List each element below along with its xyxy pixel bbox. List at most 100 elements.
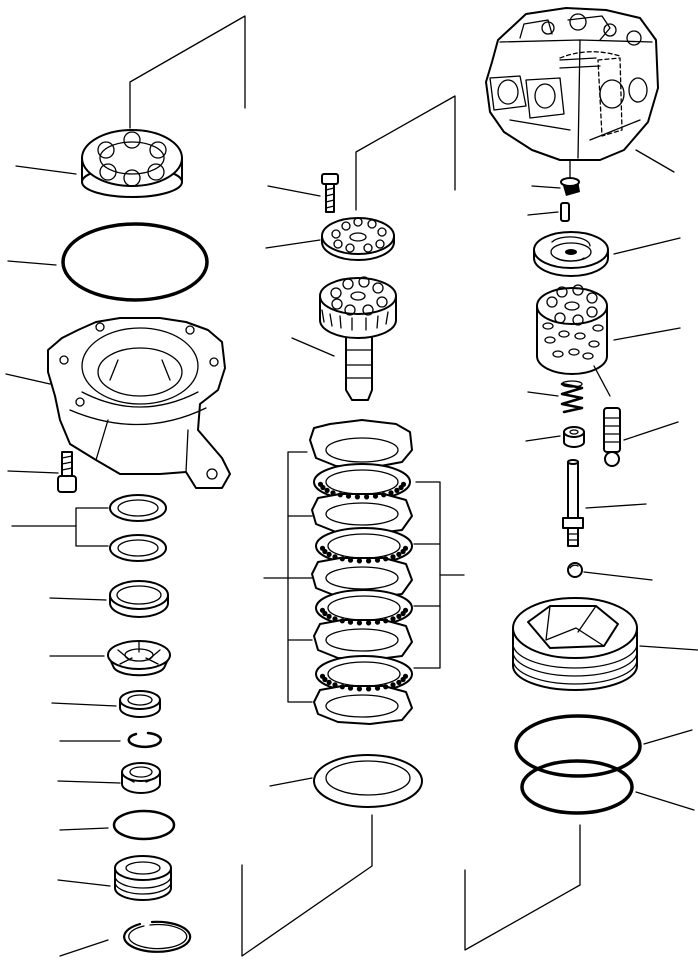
dowel-pin: [561, 203, 569, 221]
center-column: [264, 174, 464, 807]
disc-tooth: [322, 610, 328, 617]
block-bore: [593, 325, 603, 331]
spring-seat: [564, 427, 584, 447]
disc-tooth: [390, 616, 396, 622]
bearing-cage: [82, 130, 182, 197]
disc-tooth: [390, 554, 396, 560]
block-bore: [575, 333, 585, 339]
motor-housing: [48, 318, 230, 488]
stack-brackets: [264, 452, 464, 702]
bottom-right-bracket: [465, 825, 580, 950]
separator-plate-1: [310, 420, 412, 468]
disc-tooth: [332, 682, 338, 688]
disc-tooth: [366, 620, 372, 626]
thrust-plate: [314, 755, 422, 807]
plug-cap: [561, 178, 580, 196]
separator-plate-5: [314, 686, 412, 724]
disc-tooth: [356, 686, 362, 692]
leader-lines: [6, 150, 698, 956]
disc-tooth: [356, 620, 362, 626]
drive-shaft-assembly: [320, 277, 396, 400]
spacer-ring-2: [110, 535, 166, 561]
disc-tooth: [347, 685, 354, 691]
backup-ring-right: [522, 761, 632, 813]
disc-tooth: [396, 613, 402, 620]
disc-tooth: [339, 618, 345, 624]
snap-ring-small: [129, 733, 161, 747]
disc-tooth: [320, 484, 326, 491]
separator-plate-4: [314, 620, 412, 660]
disc-tooth: [374, 619, 381, 625]
valve-plate-right: [534, 232, 608, 276]
snap-ring-large-left: [124, 922, 190, 952]
disc-tooth: [383, 684, 389, 690]
spacer-ring-1: [110, 495, 166, 521]
valve-plate-center: [322, 218, 394, 260]
oil-seal-left: [110, 581, 168, 617]
separator-plate-3: [312, 558, 412, 598]
left-column: [48, 130, 230, 952]
group-connector-lines: [130, 16, 580, 956]
o-ring-large-right: [516, 716, 640, 776]
disc-tooth: [322, 676, 328, 683]
taper-bearing-left: [108, 641, 170, 675]
cylinder-block: [537, 285, 607, 374]
housing-bolt: [58, 452, 76, 492]
disc-tooth: [402, 607, 409, 613]
block-bore: [583, 353, 593, 359]
disc-tooth: [374, 685, 381, 691]
disc-tooth: [383, 556, 389, 562]
disc-tooth: [330, 490, 336, 496]
bottom-center-bracket: [242, 815, 372, 956]
disc-tooth: [337, 492, 343, 498]
disc-tooth: [388, 490, 394, 496]
top-left-bracket: [130, 16, 245, 128]
center-shaft-pin: [563, 460, 583, 546]
bearing-race-left: [122, 763, 160, 793]
right-column: [486, 8, 658, 813]
block-bore: [553, 351, 563, 357]
piston-assembly: [604, 408, 620, 466]
block-bore: [545, 337, 555, 343]
disc-tooth: [381, 492, 387, 498]
disc-tooth: [396, 679, 402, 686]
separator-plate-2: [312, 494, 412, 534]
disc-tooth: [339, 556, 345, 562]
valve-housing: [486, 8, 658, 160]
disc-tooth: [339, 684, 345, 690]
disc-tooth: [332, 554, 338, 560]
o-ring-small-left: [114, 811, 174, 839]
disc-tooth: [374, 557, 381, 563]
disc-tooth: [364, 494, 370, 500]
disc-tooth: [396, 551, 402, 558]
disc-tooth: [390, 682, 396, 688]
inner-race-left: [120, 691, 160, 717]
disc-tooth: [402, 545, 409, 551]
disc-tooth: [372, 493, 379, 499]
disc-tooth: [347, 619, 354, 625]
disc-teeth-dots: [317, 481, 409, 692]
disc-tooth: [354, 494, 360, 500]
disc-tooth: [347, 557, 354, 563]
steel-ball: [568, 563, 582, 577]
spring: [562, 381, 582, 412]
disc-tooth: [326, 679, 332, 686]
block-bore: [589, 341, 599, 347]
disc-tooth: [366, 558, 372, 564]
large-o-ring-left: [63, 224, 207, 300]
disc-tooth: [345, 493, 352, 499]
disc-tooth: [366, 686, 372, 692]
block-bore: [543, 323, 553, 329]
disc-tooth: [326, 551, 332, 558]
block-bore: [559, 331, 569, 337]
disc-tooth: [326, 613, 332, 620]
disc-tooth: [394, 487, 400, 493]
bearing-retainer-left: [115, 856, 171, 900]
disc-tooth: [322, 548, 328, 555]
cover-piston: [513, 598, 637, 690]
block-bore: [569, 349, 579, 355]
disc-tooth: [400, 481, 407, 487]
disc-tooth: [402, 673, 409, 679]
friction-disc-stack: [310, 420, 412, 724]
